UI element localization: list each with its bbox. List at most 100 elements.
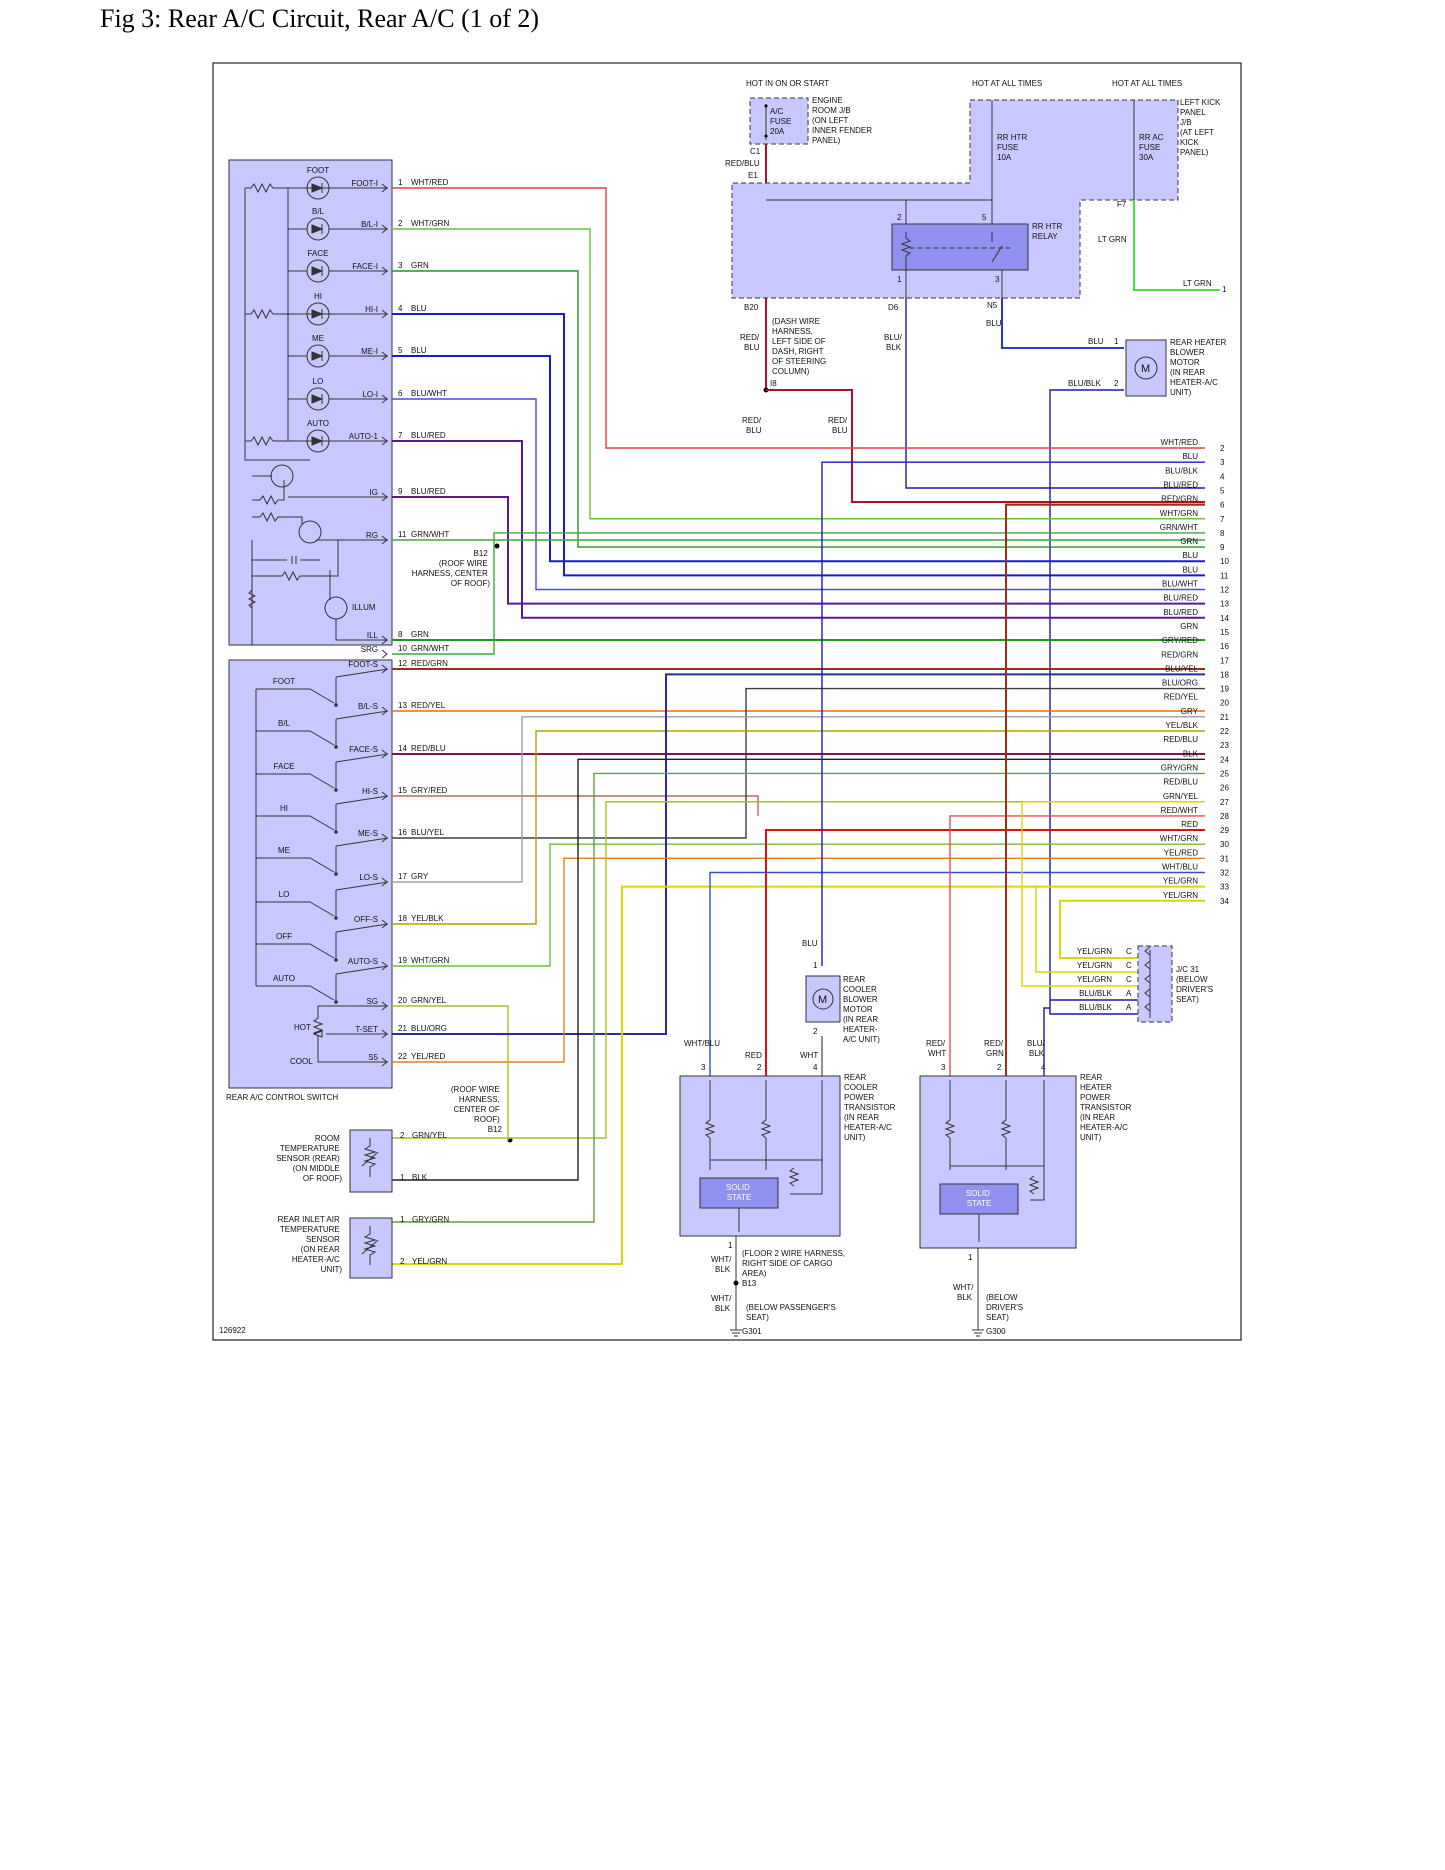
mode-switch-name: FACE	[274, 762, 295, 771]
dash-harness-label: (DASH WIRE HARNESS, LEFT SIDE OF DASH, R…	[772, 317, 828, 376]
inlet-sensor-wire2: YEL/GRN	[412, 1257, 447, 1266]
switch-terminal: AUTO-1	[349, 432, 379, 441]
switch-wire: WHT/GRN	[411, 956, 449, 965]
switch-contact-icon	[256, 857, 335, 873]
switch-wire: BLU	[411, 304, 427, 313]
b12-roof-label-2: (ROOF WIRE HARNESS, CENTER OF ROOF) B12	[451, 1085, 503, 1134]
switch-terminal: OFF-S	[354, 915, 378, 924]
wire-blu-blk-d6	[905, 298, 1205, 489]
switch-terminal: B/L-I	[361, 220, 378, 229]
mode-switch-name: B/L	[278, 719, 291, 728]
rr-ac-hot-label: HOT AT ALL TIMES	[1112, 79, 1182, 88]
conn-pin: 2	[1220, 444, 1225, 453]
conn-wire-label: GRY/RED	[1162, 636, 1199, 645]
lt-grn-label-2: LT GRN	[1183, 279, 1212, 288]
room-temperature-sensor: ROOM TEMPERATURE SENSOR (REAR) (ON MIDDL…	[276, 1129, 448, 1193]
hot-label: HOT	[294, 1023, 311, 1032]
cooler-p2: 2	[757, 1063, 762, 1072]
left-kick-jb-box	[731, 99, 1179, 299]
conn-wire-label: BLU/BLK	[1165, 466, 1199, 475]
illum-label: ILLUM	[352, 603, 376, 612]
red-blu-label-b20: RED/BLU	[740, 333, 760, 352]
conn-pin: 28	[1220, 812, 1229, 821]
blower-pin1: 1	[1114, 337, 1119, 346]
jc31-pin: C	[1126, 961, 1132, 970]
switch-terminal: LO-I	[362, 390, 378, 399]
wire	[1035, 885, 1205, 973]
indicator-name: LO	[313, 377, 324, 386]
resistor-icon	[704, 1080, 823, 1195]
splice-b13	[733, 1280, 739, 1286]
heater-p3: 4	[1041, 1063, 1046, 1072]
switch-wire: RED/GRN	[411, 659, 448, 668]
switch-pin: 2	[398, 219, 403, 228]
switch-pin: 16	[398, 828, 407, 837]
blu-blk-label-d6: BLU/BLK	[884, 333, 903, 352]
conn-pin: 4	[1220, 472, 1225, 481]
resistor-icon-2	[944, 1080, 1045, 1201]
relay-coil-icon	[900, 232, 912, 270]
switch-terminal: FACE-I	[352, 262, 378, 271]
ground-icon	[730, 1329, 742, 1337]
figure-id: 126922	[219, 1326, 246, 1335]
conn-wire-label: WHT/BLU	[1162, 863, 1198, 872]
switch-terminal: ME-I	[361, 347, 378, 356]
wire	[392, 673, 1205, 1035]
conn-pin: 3	[1220, 458, 1225, 467]
left-kick-jb-label: LEFT KICK PANEL J/B (AT LEFT KICK PANEL)	[1180, 98, 1223, 157]
conn-wire-label: GRN	[1180, 622, 1198, 631]
conn-pin: 32	[1220, 869, 1229, 878]
mode-switch-name: OFF	[276, 932, 292, 941]
conn-wire-label: BLU/ORG	[1162, 679, 1198, 688]
switch-pin: 8	[398, 630, 403, 639]
switch-terminal: ILL	[367, 631, 379, 640]
conn-pin: 22	[1220, 727, 1229, 736]
switch-pin: 18	[398, 914, 407, 923]
motor-icon-2	[812, 988, 834, 1010]
heater-ground-loc: (BELOW DRIVER'S SEAT)	[986, 1293, 1025, 1322]
rear-cooler-power-transistor: SOLID STATE REAR COOLER POWER TRANSISTOR…	[679, 1039, 896, 1337]
switch-wire: BLU/YEL	[411, 828, 444, 837]
wire	[1059, 899, 1205, 959]
resistor-icon	[245, 308, 331, 320]
switch-wire: GRN/WHT	[411, 644, 449, 653]
conn-wire-label: RED/GRN	[1161, 650, 1198, 659]
solid-state-block	[699, 1177, 779, 1209]
wire-harness	[392, 187, 1205, 1265]
switch-wire: RED/BLU	[411, 744, 446, 753]
wire	[392, 801, 1205, 1139]
blower-wire1: BLU	[1088, 337, 1104, 346]
right-connector: WHT/RED2BLU3BLU/BLK4BLU/RED5RED/GRN6WHT/…	[1160, 438, 1230, 906]
conn-pin: 18	[1220, 670, 1229, 679]
rear-heater-power-transistor: SOLID STATE REAR HEATER POWER TRANSISTOR…	[919, 1039, 1132, 1337]
switch-wire: GRN	[411, 261, 429, 270]
switch-contact-icon	[256, 730, 335, 746]
heater-p2: 2	[997, 1063, 1002, 1072]
rr-htr-hot-label: HOT AT ALL TIMES	[972, 79, 1042, 88]
rr-htr-relay	[891, 223, 1029, 271]
switch-pin: 10	[398, 644, 407, 653]
rear-cooler-blower-motor: BLU 1 M 2 REAR COOLER BLOWER MOTOR (IN R…	[802, 939, 880, 1044]
conn-wire-label: BLU/RED	[1163, 594, 1198, 603]
rear-heater-blower-motor: M BLU 1 BLU/BLK 2 REAR HEATER BLOWER MOT…	[1049, 337, 1227, 1008]
jc31-wire: BLU/BLK	[1079, 989, 1113, 998]
wire-blu-n5	[1001, 298, 1124, 349]
cooler-w3: WHT	[800, 1051, 818, 1060]
switch-pin: 7	[398, 431, 403, 440]
b12-roof-label: B12 (ROOF WIRE HARNESS, CENTER OF ROOF)	[412, 549, 491, 588]
wire-lt-grn	[1133, 200, 1220, 291]
conn-wire-label: RED/YEL	[1164, 693, 1199, 702]
conn-pin: 14	[1220, 614, 1229, 623]
heater-w2: RED/GRN	[984, 1039, 1004, 1058]
conn-pin: 13	[1220, 600, 1229, 609]
conn-pin: 33	[1220, 883, 1229, 892]
conn-pin: 25	[1220, 769, 1229, 778]
heater-w1: RED/WHT	[926, 1039, 946, 1058]
f7-label: F7	[1117, 200, 1127, 209]
room-sensor-wire1: BLK	[412, 1173, 428, 1182]
conn-pin: 24	[1220, 755, 1229, 764]
page-title: Fig 3: Rear A/C Circuit, Rear A/C (1 of …	[100, 4, 540, 33]
conn-pin: 5	[1220, 486, 1225, 495]
conn-pin: 7	[1220, 515, 1225, 524]
conn-wire-label: BLU/YEL	[1165, 664, 1198, 673]
